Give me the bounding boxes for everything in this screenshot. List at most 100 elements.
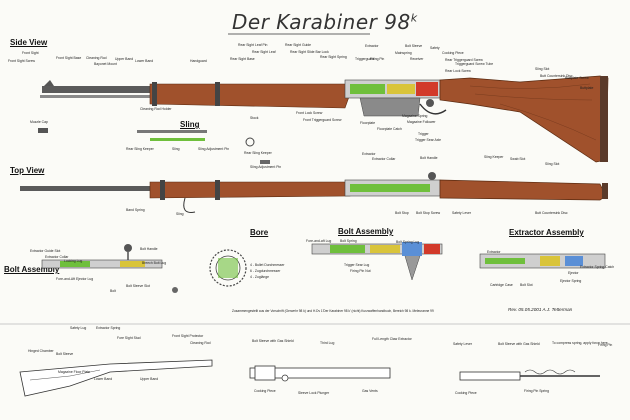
side-trigger-guard xyxy=(419,103,447,115)
side-label: Front Triggerguard Screw xyxy=(303,118,342,122)
side-label: Triggerguard xyxy=(355,57,375,61)
side-label: Upper Band xyxy=(115,57,134,61)
bolt-left-label: Fore-and-Aft Ejector Lug xyxy=(56,277,94,281)
sling-label: Rear Sling Keeper xyxy=(126,147,154,151)
extractor-label: Extractor xyxy=(487,250,501,254)
side-label: Front Sight Screw xyxy=(8,59,35,63)
top-bolt-green xyxy=(350,184,430,192)
side-label: Rear Lock Screw xyxy=(445,69,471,73)
side-label: Rear Sight Slide Bar Lock xyxy=(290,50,329,54)
top-label: Sling xyxy=(176,212,184,216)
bore-label: 4 - Zuglänge xyxy=(250,275,270,279)
extractor-assembly-heading: Extractor Assembly xyxy=(509,228,584,237)
side-label: Cleaning Rod Holder xyxy=(140,107,172,111)
top-label: Extractor Collar xyxy=(372,157,396,161)
bottom-right-firingpin-drawing xyxy=(459,369,600,381)
side-barrel xyxy=(42,86,162,93)
bottom-left-label: Extractor Spring xyxy=(96,326,121,330)
top-view-heading: Top View xyxy=(10,166,45,175)
extractor-label: Ejector Spring xyxy=(560,279,582,283)
side-label: Muzzle Cap xyxy=(30,120,48,124)
side-label: Firing Pin xyxy=(370,57,385,61)
side-label: Buttplate xyxy=(580,86,594,90)
sling-adjust-pin xyxy=(260,160,270,164)
top-label: Band Spring xyxy=(126,208,145,212)
bottom-left-label: Magazine Floor Plate xyxy=(58,370,91,374)
bolt-mid-label: Firing Pin Nut xyxy=(350,269,371,273)
side-upper-band xyxy=(152,82,157,106)
side-label: Rear Sight Spring xyxy=(320,55,347,59)
side-label: Cocking Piece xyxy=(442,51,464,55)
top-barrel xyxy=(20,186,150,191)
side-bolt-green xyxy=(350,84,385,94)
sling-keeper xyxy=(245,137,255,147)
top-label: Swab Slot xyxy=(510,157,526,161)
bottom-mid-label: Cocking Piece xyxy=(254,389,276,393)
top-view-rifle xyxy=(20,172,608,213)
sling-heading: Sling xyxy=(180,120,200,129)
bolt-assembly-mid-drawing xyxy=(311,242,443,281)
top-label: Safety Lever xyxy=(452,211,472,215)
bolt-mid-label: Bolt Spring xyxy=(340,239,357,243)
extractor-label: Bolt Slot xyxy=(520,283,533,287)
top-label: Sling Slot xyxy=(545,162,560,166)
sling-strap-green xyxy=(150,138,205,141)
side-label: Handguard xyxy=(190,59,207,63)
muzzle-cap xyxy=(38,128,48,133)
source-note: Zusammengestellt aus der Vorschrift (Ger… xyxy=(232,309,434,313)
bottom-left-rifle-drawing xyxy=(19,359,213,397)
side-label: Front Lock Screw xyxy=(296,111,323,115)
bolt-assembly-left-heading: Bolt Assembly xyxy=(4,265,60,274)
bottom-left-label: Safety Lug xyxy=(70,326,87,330)
top-buttstock xyxy=(439,179,607,201)
side-forestock xyxy=(149,83,351,109)
side-view-heading: Side View xyxy=(10,38,48,47)
bolt-left-label: Locking Lug xyxy=(64,259,83,263)
sling-strap xyxy=(137,130,207,133)
bolt-mid-label: Fore-and-aft Lug xyxy=(306,239,332,243)
bolt-left-label: Extractor Guide Slot xyxy=(30,249,61,253)
side-label: Rear Sight Guide xyxy=(285,43,312,47)
side-bolt-knob xyxy=(426,99,434,107)
sling-label: Sling xyxy=(172,147,180,151)
title-main: Der Karabiner 98 xyxy=(232,10,411,34)
bottom-left-label: Hinged Chamber xyxy=(28,349,54,353)
bottom-right-label: Bolt Sleeve with Gas Shield xyxy=(498,342,540,346)
bottom-right-label: To compress spring, apply force here xyxy=(552,341,608,345)
bottom-mid-label: Gas Vents xyxy=(362,389,378,393)
bottom-mid-bolt-drawing xyxy=(249,365,391,382)
side-label: Magazine Spring xyxy=(402,114,428,118)
side-label: Rear Sight Leaf Pin xyxy=(238,43,268,47)
side-label: Floorplate xyxy=(360,121,376,125)
revision-note: Rev. 05.05.2001 A.J. Tetterman xyxy=(508,307,573,312)
side-label: Magazine Follower xyxy=(407,120,436,124)
bolt-left-label: Breech Bolt Lug xyxy=(142,261,167,265)
bottom-right-label: Firing Pin Spring xyxy=(524,389,550,393)
bottom-left-label: Cleaning Rod xyxy=(190,341,211,345)
side-label: Bayonet Mount xyxy=(94,62,117,66)
side-label: Triggerguard Screw Tube xyxy=(455,62,494,66)
side-buttplate xyxy=(600,76,608,162)
sling-label: Rear Sling Keeper xyxy=(244,151,272,155)
bottom-mid-label: Sleeve Lock Plunger xyxy=(298,391,330,395)
top-label: Sling Keeper xyxy=(484,155,504,159)
bottom-mid-label: Full Length Claw Extractor xyxy=(372,337,412,341)
bolt-left-label: Bolt xyxy=(110,289,116,293)
side-label: Lower Band xyxy=(135,59,154,63)
side-label: Front Sight xyxy=(22,51,39,55)
side-label: Bolt Sleeve xyxy=(405,44,423,48)
bottom-right-label: Firing Pin xyxy=(598,343,613,347)
side-label: Extractor xyxy=(365,44,379,48)
side-label: Cleaning Rod xyxy=(86,56,107,60)
side-label: Rear Sight Leaf xyxy=(252,50,276,54)
bore-diagram xyxy=(209,249,247,287)
sling-label: Sling Adjustment Pin xyxy=(198,147,230,151)
side-label: Mainspring xyxy=(395,51,412,55)
side-label: Front Sight Base xyxy=(56,56,82,60)
side-label: Rear Triggerguard Screw xyxy=(445,58,483,62)
bore-label: 4 - Bullet Durchmesser xyxy=(250,263,285,267)
bolt-left-label: Bolt Handle xyxy=(140,247,158,251)
bolt-assembly-heading: Bolt Assembly xyxy=(338,227,394,236)
bottom-right-label: Safety Lever xyxy=(453,342,473,346)
